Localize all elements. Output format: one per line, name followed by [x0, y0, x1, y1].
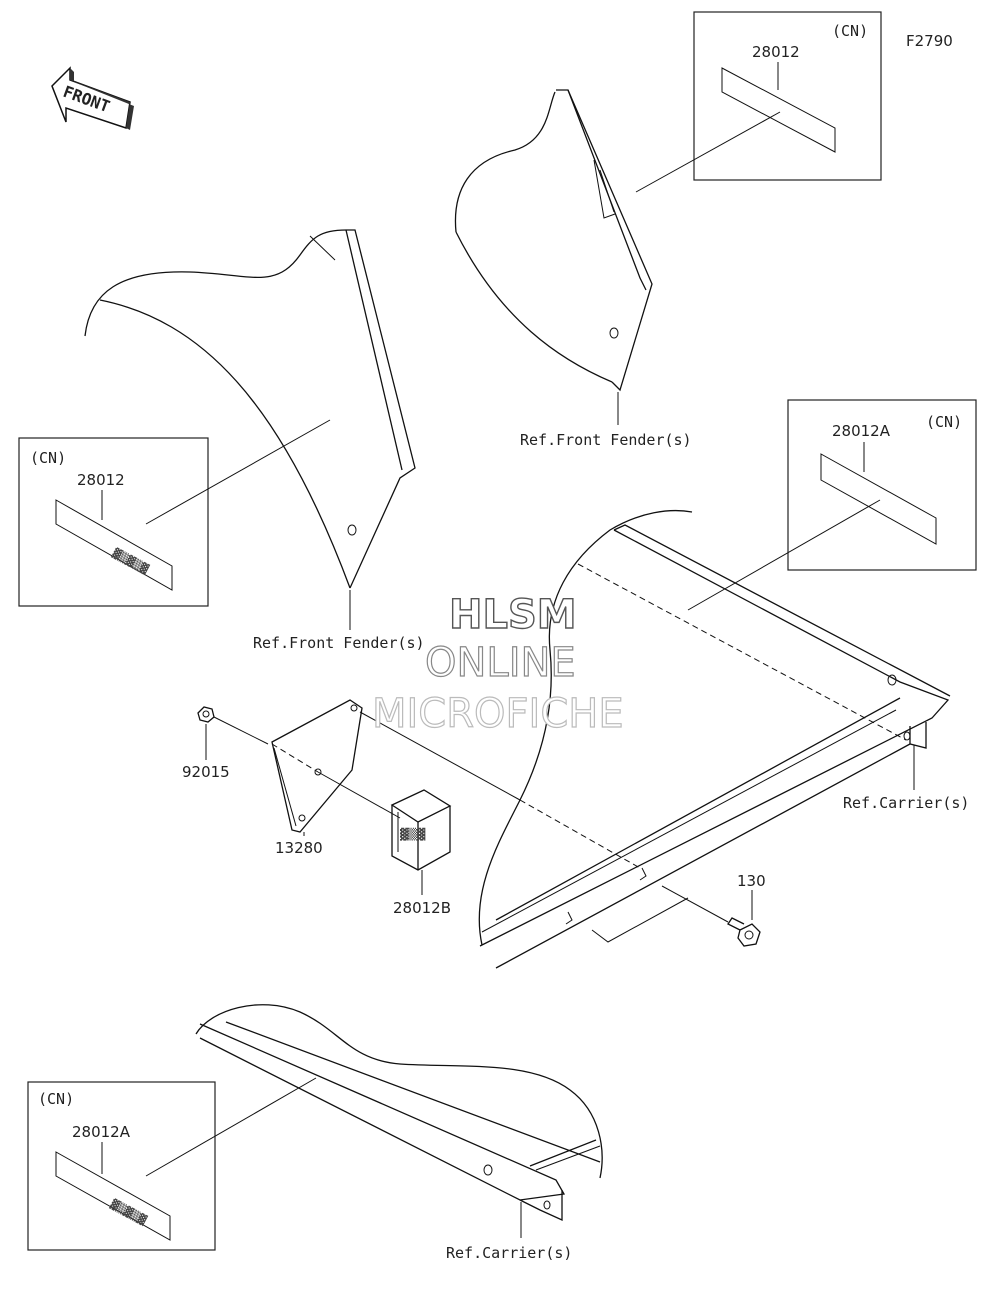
region-label: (CN): [832, 22, 868, 40]
carrier-bottom: Ref.Carrier(s): [195, 1004, 603, 1262]
ref-front-fender-top: Ref.Front Fender(s): [520, 431, 692, 449]
part-number-92015: 92015: [182, 763, 230, 781]
watermark-line2: ONLINE: [425, 640, 576, 686]
figure-code: F2790: [906, 32, 953, 50]
nut-92015: 92015: [182, 706, 230, 781]
svg-text:▓▒▓▒▓: ▓▒▓▒▓: [109, 1197, 149, 1227]
callout-box-top-right: (CN) 28012: [635, 11, 882, 193]
part-number-28012: 28012: [77, 471, 125, 489]
callout-box-mid-right: 28012A (CN): [687, 399, 977, 611]
watermark: HLSM ONLINE MICROFICHE: [371, 591, 624, 737]
ref-carrier-bottom: Ref.Carrier(s): [446, 1244, 572, 1262]
reflector-28012B: ▓▒▓ 28012B: [390, 789, 452, 917]
bracket-assembly: 92015 13280 ▓▒▓ 28012B: [182, 699, 766, 947]
carrier-right: Ref.Carrier(s): [478, 509, 969, 969]
bolt-130: 130: [727, 872, 766, 947]
callout-box-left: (CN) 28012 ▓▒▓▒▓: [18, 419, 331, 607]
part-number-28012: 28012: [752, 43, 800, 61]
ref-carrier-right: Ref.Carrier(s): [843, 794, 969, 812]
front-arrow-icon: FRONT: [51, 66, 134, 130]
region-label: (CN): [926, 413, 962, 431]
watermark-line3: MICROFICHE: [372, 691, 624, 737]
region-label: (CN): [38, 1090, 74, 1108]
front-fender-top: Ref.Front Fender(s): [454, 89, 692, 449]
part-number-28012A: 28012A: [72, 1123, 131, 1141]
part-number-28012A: 28012A: [832, 422, 891, 440]
callout-box-bottom-left: (CN) 28012A ▓▒▓▒▓: [27, 1077, 317, 1251]
part-number-13280: 13280: [275, 839, 323, 857]
part-number-130: 130: [737, 872, 766, 890]
svg-text:▓▒▓: ▓▒▓: [400, 827, 426, 841]
ref-front-fender-left: Ref.Front Fender(s): [253, 634, 425, 652]
bracket-13280: 13280: [271, 699, 363, 857]
watermark-line1: HLSM: [449, 592, 577, 638]
front-fender-left: Ref.Front Fender(s): [84, 229, 425, 652]
part-number-28012B: 28012B: [393, 899, 451, 917]
region-label: (CN): [30, 449, 66, 467]
